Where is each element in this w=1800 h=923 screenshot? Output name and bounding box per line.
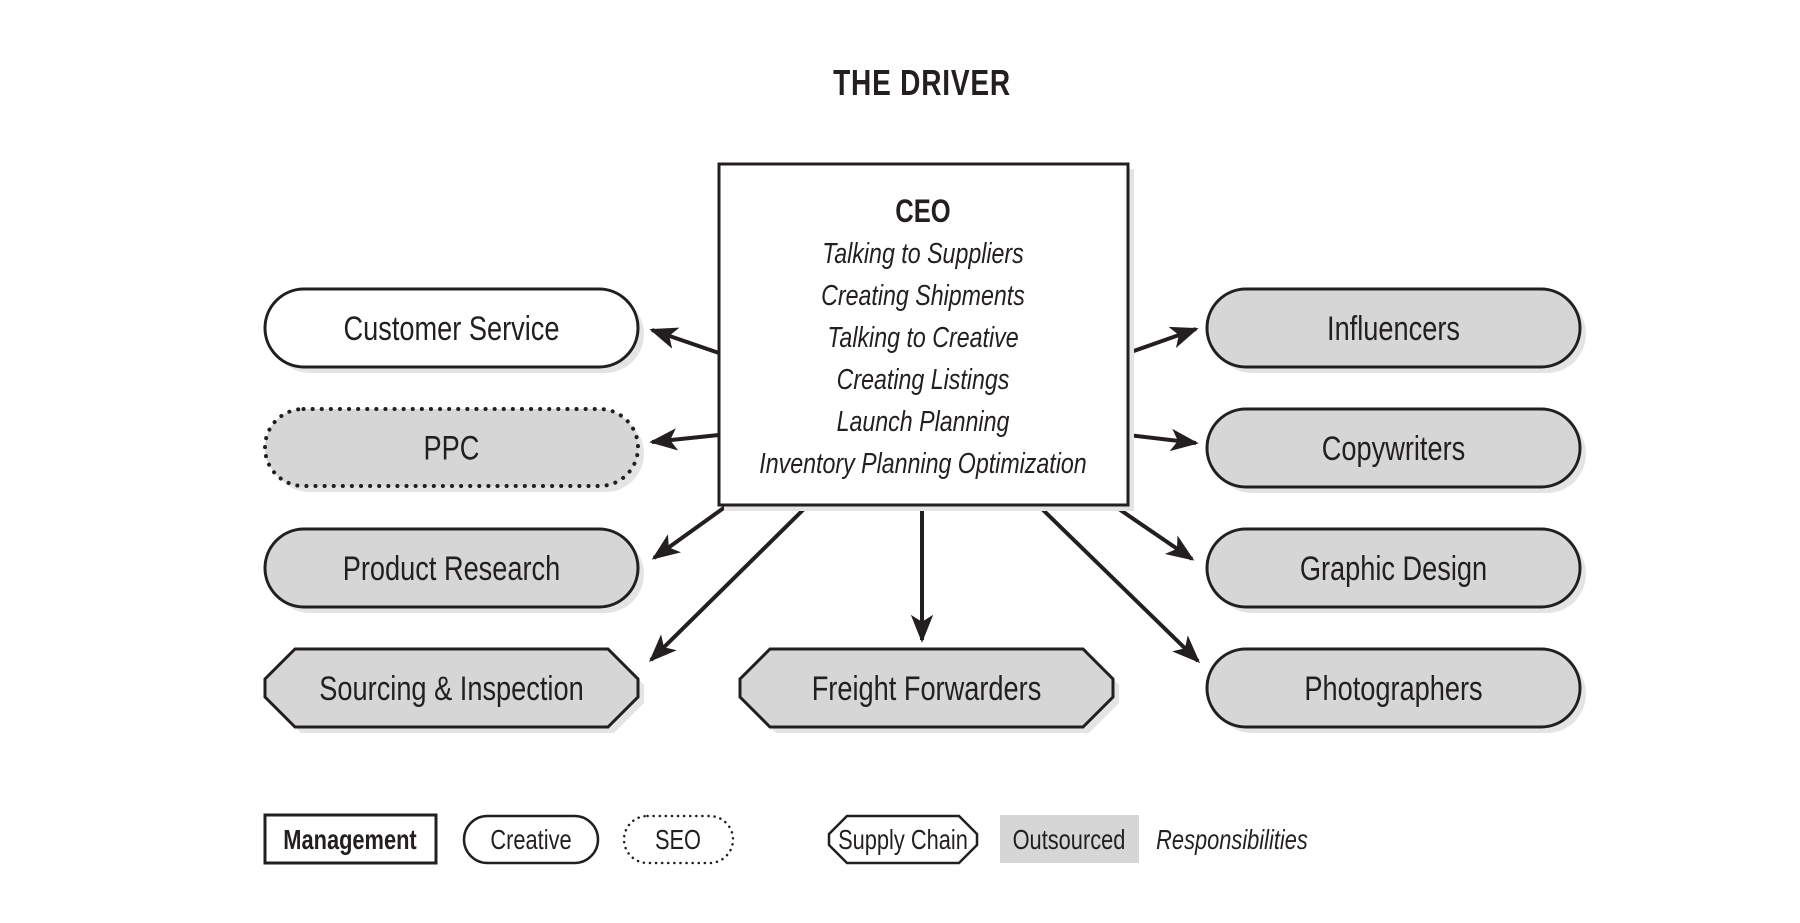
legend-responsibilities-label: Responsibilities: [1156, 824, 1308, 855]
ceo-title: CEO: [895, 194, 950, 229]
diagram-title: THE DRIVER: [833, 63, 1011, 103]
node-shape: [738, 647, 1115, 729]
legend-creative-label: Creative: [490, 824, 571, 855]
node-shape: [1205, 287, 1582, 369]
legend-outsourced-label: Outsourced: [1013, 824, 1126, 855]
arrow-ceo-to-copywriters: [1127, 428, 1199, 452]
legend-seo-label: SEO: [655, 824, 701, 855]
node-shape: [263, 287, 640, 369]
arrow-ceo-to-influencers: [1127, 326, 1199, 355]
node-graphic-design[interactable]: Graphic Design: [1205, 527, 1586, 613]
ceo-responsibility-item: Creating Shipments: [821, 278, 1025, 311]
arrow-ceo-to-photographers: [1038, 505, 1201, 663]
node-label: Photographers: [1304, 669, 1482, 708]
node-shape: [263, 647, 640, 729]
arrow-ceo-to-product-research: [651, 505, 727, 560]
ceo-responsibility-item: Inventory Planning Optimization: [759, 446, 1086, 479]
legend: Management Creative SEO Supply Chain Out…: [263, 813, 1308, 865]
ceo-responsibility-item: Talking to Suppliers: [822, 236, 1024, 269]
node-influencers[interactable]: Influencers: [1205, 287, 1586, 373]
node-shape: [263, 407, 640, 488]
node-label: Sourcing & Inspection: [319, 669, 583, 708]
ceo-responsibility-item: Talking to Creative: [827, 320, 1018, 353]
node-label: Product Research: [343, 549, 561, 588]
node-product-research[interactable]: Product Research: [263, 527, 644, 613]
node-photographers[interactable]: Photographers: [1205, 647, 1586, 733]
node-customer-service[interactable]: Customer Service: [263, 287, 644, 373]
node-sourcing-inspection[interactable]: Sourcing & Inspection: [263, 647, 644, 733]
ceo-responsibility-item: Launch Planning: [837, 404, 1010, 437]
node-freight-forwarders[interactable]: Freight Forwarders: [738, 647, 1119, 733]
legend-creative: Creative: [462, 814, 600, 865]
node-label: Customer Service: [343, 309, 559, 348]
node-label: PPC: [424, 429, 480, 468]
legend-outsourced: Outsourced: [1000, 815, 1139, 863]
node-shape: [263, 527, 640, 609]
legend-management: Management: [263, 813, 438, 865]
arrow-ceo-to-graphic-design: [1114, 505, 1195, 561]
node-shape: [1205, 647, 1582, 729]
legend-supply-chain: Supply Chain: [827, 814, 979, 865]
arrow-ceo-to-ppc: [649, 428, 720, 451]
node-ppc[interactable]: PPC: [263, 407, 644, 492]
node-label: Copywriters: [1322, 429, 1465, 468]
node-shape: [1205, 407, 1582, 489]
arrows-layer: [649, 326, 1201, 663]
node-label: Influencers: [1327, 309, 1460, 348]
legend-supply-chain-label: Supply Chain: [838, 824, 968, 855]
arrow-ceo-to-sourcing-inspection: [649, 505, 808, 662]
legend-seo: SEO: [622, 814, 735, 865]
node-label: Graphic Design: [1300, 549, 1487, 588]
legend-management-label: Management: [283, 824, 417, 855]
arrow-ceo-to-customer-service: [649, 327, 720, 355]
ceo-responsibility-item: Creating Listings: [837, 362, 1010, 395]
node-copywriters[interactable]: Copywriters: [1205, 407, 1586, 493]
node-label: Freight Forwarders: [812, 669, 1042, 708]
node-shape: [1205, 527, 1582, 609]
